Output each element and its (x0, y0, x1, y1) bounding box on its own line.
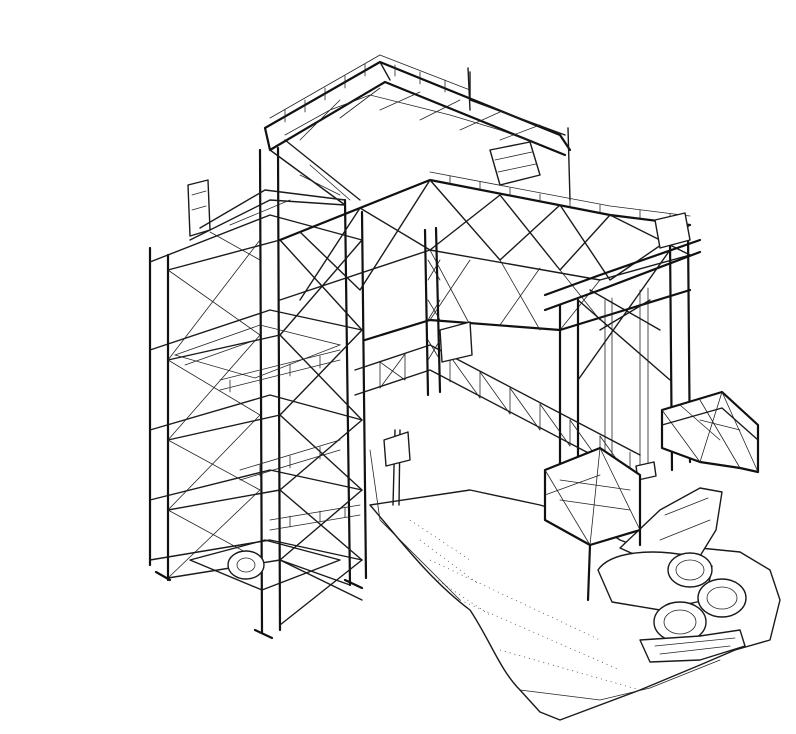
left-tower-level-1 (150, 215, 362, 262)
left-tower-base-foot (156, 572, 362, 638)
orbiter-wing-panel-line (430, 560, 640, 690)
central-column (425, 228, 472, 395)
bridge-top-railing (430, 172, 690, 222)
left-tower (150, 148, 366, 638)
left-tower-platform-mid (175, 325, 340, 378)
left-tower-bracing-base (280, 560, 362, 625)
lower-walkway (355, 345, 640, 600)
left-hoist-detail (192, 191, 206, 210)
side-access-platform (662, 392, 758, 472)
left-tower-level-3-front (168, 415, 280, 440)
orbiter-wing-outline (370, 490, 780, 720)
hanging-probe-head (384, 432, 410, 466)
left-tower-column-d (278, 148, 280, 630)
front-access-cage-bracing (545, 448, 640, 545)
top-mast-center (468, 68, 470, 110)
bridge-top-chord (280, 180, 690, 240)
orbiter-main-engine-nozzle-lower-rim (664, 610, 696, 634)
top-truss-outline (265, 62, 570, 155)
side-platform-frame (662, 392, 758, 472)
top-railing (270, 55, 470, 122)
left-tower-railing-lower (270, 505, 360, 530)
right-end-bracing (578, 250, 670, 380)
central-equipment-box (440, 322, 472, 362)
left-tower-level-1-front (168, 240, 280, 270)
upper-left-frame (190, 140, 360, 240)
top-mast-right (568, 128, 570, 200)
bridge-mid-chord (280, 250, 690, 300)
left-tower-base-deck (190, 540, 340, 590)
walkway-diagonals (380, 354, 630, 478)
orbiter-body-flap-hatching (655, 638, 735, 654)
top-truss-diagonals (285, 88, 540, 145)
bridge-diagonals (300, 180, 690, 300)
orbiter-main-engine-nozzle-right (698, 579, 746, 617)
floor-edge-line (370, 450, 460, 600)
side-platform-rail (662, 408, 758, 440)
left-tower-level-4-front (168, 490, 280, 510)
upper-left-bracing (210, 165, 350, 260)
right-end-top-beam (545, 240, 700, 310)
orbiter-tail-rudder-line (660, 498, 710, 540)
floor-shadow-marks (410, 520, 490, 615)
left-tower-platform-railing-2 (240, 440, 340, 480)
right-end-frame (560, 232, 690, 470)
left-tower-winch-drum (228, 551, 264, 579)
orbiter-main-engine-nozzle-upper-rim (676, 560, 704, 580)
left-tower-level-4 (150, 470, 362, 500)
left-tower-column-e (345, 200, 350, 585)
side-platform-bracing (662, 392, 758, 472)
bridge-bottom-chord (365, 290, 690, 340)
orbiter-main-engine-nozzle-right-rim (707, 587, 737, 609)
left-tower-bracing-left (168, 240, 260, 578)
central-column-cross (428, 260, 440, 360)
bridge-lower-diagonals (430, 250, 600, 330)
left-tower-column-f (362, 212, 366, 578)
orbiter (370, 488, 780, 720)
left-tower-level-3 (150, 395, 362, 430)
left-tower-winch-drum-inner (237, 558, 255, 572)
right-top-cap (655, 213, 690, 248)
central-column-pair (425, 228, 440, 395)
front-access-cage-leg (588, 530, 640, 600)
orbiter-body-flap (640, 630, 745, 662)
top-truss (265, 55, 570, 200)
left-tower-level-5 (150, 540, 362, 560)
top-crane-trolley (490, 142, 540, 185)
left-tower-level-2 (150, 310, 362, 350)
right-hoist-cables (605, 288, 648, 470)
orbiter-main-engine-nozzle-upper (668, 553, 712, 587)
left-tower-platform-railing-1 (220, 350, 340, 392)
left-tower-level-2-front (168, 335, 280, 360)
orbiter-wing-trailing-edge (520, 660, 720, 700)
left-tower-column-c (260, 150, 262, 632)
left-tower-bracing-front (280, 240, 362, 585)
top-crane-trolley-detail (495, 152, 536, 172)
